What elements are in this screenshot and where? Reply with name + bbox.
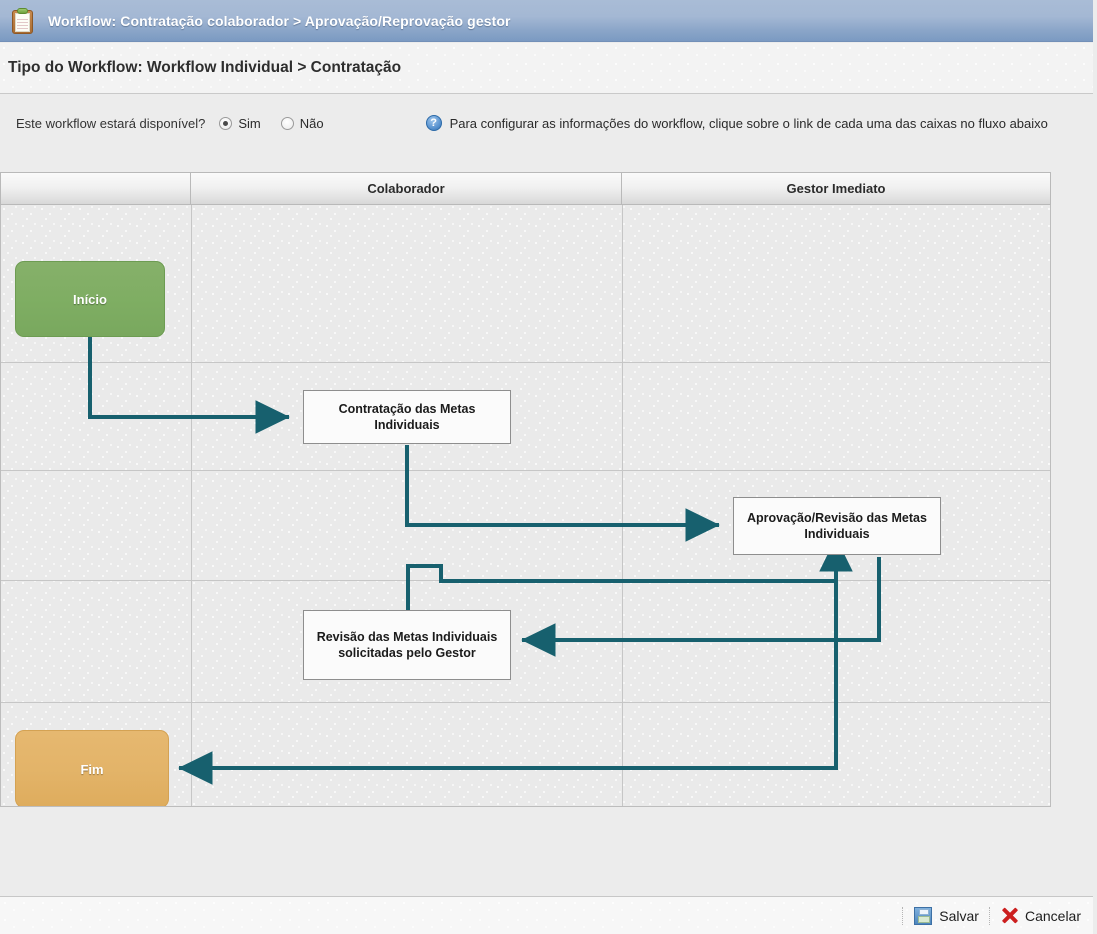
radio-option-sim[interactable]: Sim bbox=[213, 116, 260, 131]
edge-task2-to-task3 bbox=[522, 557, 879, 640]
cancel-button-label: Cancelar bbox=[1025, 908, 1081, 924]
clipboard-icon bbox=[10, 7, 36, 35]
title-bar: Workflow: Contratação colaborador > Apro… bbox=[0, 0, 1093, 42]
radio-label-nao: Não bbox=[300, 116, 324, 131]
help-hint: ? Para configurar as informações do work… bbox=[426, 115, 1048, 131]
availability-label: Este workflow estará disponível? bbox=[16, 116, 205, 131]
lane-divider-2 bbox=[622, 205, 623, 806]
lane-body: Início Contratação das Metas Individuais… bbox=[0, 205, 1051, 807]
availability-radio-group[interactable]: Sim Não bbox=[213, 116, 337, 131]
row-divider-4 bbox=[1, 702, 1050, 703]
page-heading-bar: Tipo do Workflow: Workflow Individual > … bbox=[0, 43, 1093, 94]
node-revisao-metas-gestor[interactable]: Revisão das Metas Individuais solicitada… bbox=[303, 610, 511, 680]
lane-header-colaborador: Colaborador bbox=[191, 172, 622, 205]
row-divider-2 bbox=[1, 470, 1050, 471]
footer-divider-2 bbox=[989, 907, 991, 925]
lane-header-gestor: Gestor Imediato bbox=[622, 172, 1051, 205]
lane-divider-1 bbox=[191, 205, 192, 806]
node-revisao-metas-gestor-label: Revisão das Metas Individuais solicitada… bbox=[310, 629, 504, 661]
row-divider-3 bbox=[1, 580, 1050, 581]
node-inicio-label: Início bbox=[73, 292, 107, 307]
save-button[interactable]: Salvar bbox=[914, 907, 979, 925]
edge-task1-to-task2 bbox=[407, 445, 719, 525]
radio-label-sim: Sim bbox=[238, 116, 260, 131]
question-mark-icon: ? bbox=[426, 115, 442, 131]
page-title: Tipo do Workflow: Workflow Individual > … bbox=[8, 59, 401, 77]
breadcrumb: Workflow: Contratação colaborador > Apro… bbox=[48, 13, 511, 29]
red-x-icon bbox=[1001, 907, 1018, 924]
lane-header-empty bbox=[0, 172, 191, 205]
save-button-label: Salvar bbox=[939, 908, 979, 924]
footer-divider-1 bbox=[902, 907, 904, 925]
floppy-disk-icon bbox=[914, 907, 932, 925]
lane-header-row: Colaborador Gestor Imediato bbox=[0, 172, 1051, 205]
row-divider-1 bbox=[1, 362, 1050, 363]
node-contratacao-metas-label: Contratação das Metas Individuais bbox=[310, 401, 504, 433]
node-inicio[interactable]: Início bbox=[15, 261, 165, 337]
radio-indicator-nao[interactable] bbox=[281, 117, 294, 130]
node-fim-label: Fim bbox=[80, 762, 103, 777]
radio-option-nao[interactable]: Não bbox=[275, 116, 324, 131]
help-text: Para configurar as informações do workfl… bbox=[450, 116, 1048, 131]
node-aprovacao-revisao-metas-label: Aprovação/Revisão das Metas Individuais bbox=[740, 510, 934, 542]
workflow-diagram: Colaborador Gestor Imediato bbox=[0, 172, 1051, 807]
radio-indicator-sim[interactable] bbox=[219, 117, 232, 130]
node-aprovacao-revisao-metas[interactable]: Aprovação/Revisão das Metas Individuais bbox=[733, 497, 941, 555]
options-row: Este workflow estará disponível? Sim Não… bbox=[0, 95, 1093, 151]
edge-start-to-task1 bbox=[90, 328, 289, 417]
cancel-button[interactable]: Cancelar bbox=[1001, 907, 1081, 924]
footer-bar: Salvar Cancelar bbox=[0, 897, 1093, 934]
node-fim[interactable]: Fim bbox=[15, 730, 169, 807]
node-contratacao-metas[interactable]: Contratação das Metas Individuais bbox=[303, 390, 511, 444]
